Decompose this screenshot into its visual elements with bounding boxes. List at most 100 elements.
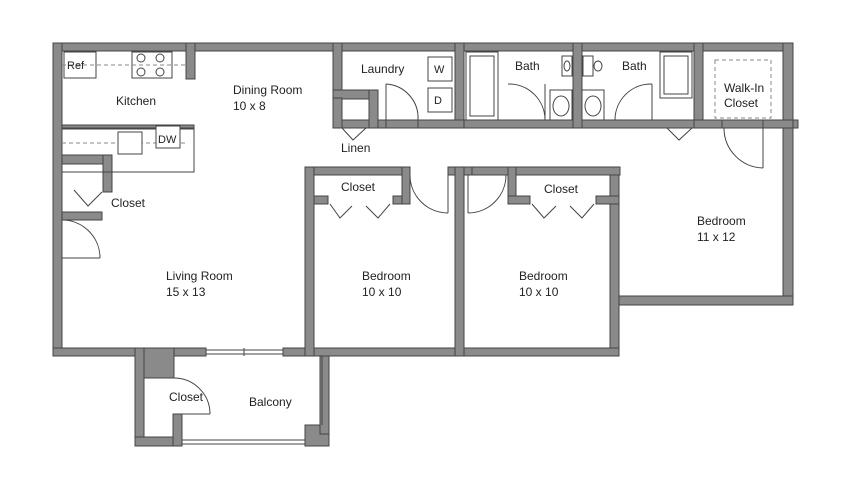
wall-linen-right (368, 89, 379, 129)
hall-closet-door (666, 127, 693, 141)
fixtures (61, 51, 772, 173)
bathtub-1-inner (469, 55, 495, 117)
linen-label: Linen (341, 141, 370, 155)
peninsula (61, 127, 195, 173)
balcony-label: Balcony (249, 395, 292, 409)
closet-a-door-right (365, 203, 391, 219)
bedroom-b-closet-label: Closet (544, 182, 579, 196)
bath-1-label: Bath (515, 59, 540, 73)
laundry-door-swing (385, 83, 419, 121)
wall-bottom-left (52, 347, 207, 357)
walkin-label-1: Walk-In (724, 81, 764, 95)
labels: Ref DW Kitchen Dining Room 10 x 8 Laundr… (67, 59, 764, 409)
wall-bedroom-c-bottom (618, 295, 794, 306)
wall-closet-b-stub (463, 166, 473, 176)
wall-bath-walkin (693, 42, 704, 129)
counter-top-edge (61, 124, 195, 130)
dryer (427, 87, 453, 113)
wall-closet-a-left (313, 195, 329, 205)
shower-2-inner (663, 55, 689, 95)
entry-door-swing (61, 219, 101, 259)
wall-laundry-stub (377, 119, 387, 129)
dryer-label: D (434, 95, 442, 107)
bedroom-a-door-swing (409, 174, 449, 214)
washer (427, 56, 453, 82)
wall-bedroom-a-left (304, 166, 315, 357)
living-closet-label: Closet (111, 196, 146, 210)
wall-laundry-bath (454, 42, 465, 129)
burner-1 (136, 53, 146, 63)
dishwasher (155, 125, 181, 149)
living-closet-door (73, 189, 103, 207)
bath-2-sink (593, 60, 603, 72)
wall-closet-b-left (507, 195, 531, 205)
ref-label: Ref (67, 60, 85, 72)
walkin-label-2: Closet (724, 96, 759, 110)
bathtub-1 (465, 51, 499, 121)
bedroom-a-closet-label: Closet (341, 180, 376, 194)
walkin-shelf (714, 59, 772, 119)
closet-b-door-left (531, 203, 557, 219)
closet-b-door-right (569, 203, 595, 219)
wall-laundry-bottom (417, 119, 465, 129)
shower-2 (659, 51, 693, 99)
walkin-door-swing (723, 127, 764, 169)
bedroom-b-size: 10 x 10 (519, 285, 559, 299)
wall-bedroom-b-top (447, 166, 621, 176)
bath-2-door-swing (614, 83, 653, 121)
bath-2-label: Bath (622, 59, 647, 73)
dw-label: DW (158, 134, 177, 146)
bedroom-c-label: Bedroom (697, 214, 746, 228)
balcony-closet-label: Closet (169, 390, 204, 404)
linen-door (341, 127, 367, 141)
kitchen-label: Kitchen (116, 94, 156, 108)
wall-living-closet-right (102, 154, 113, 193)
bath-2-vanity (582, 55, 594, 77)
burner-4 (155, 67, 165, 77)
dining-size: 10 x 8 (233, 99, 266, 113)
bath-1-door-swing (507, 83, 546, 121)
burner-3 (136, 67, 146, 77)
wall-closet-a-side (401, 166, 411, 205)
bedroom-c-size: 11 x 12 (697, 230, 736, 244)
bath-1-sink (563, 60, 571, 72)
toilet-1-bowl (552, 95, 570, 117)
walls (52, 42, 799, 447)
bedroom-b-door-swing (467, 174, 507, 214)
wall-walkin-bottom-left (693, 119, 723, 129)
kitchen-sink (117, 131, 143, 155)
wall-balcony-left (134, 347, 145, 447)
bedroom-b-label: Bedroom (519, 269, 568, 283)
wall-bath-bath (572, 42, 583, 129)
wall-kitchen-stub (185, 42, 196, 80)
bedroom-a-label: Bedroom (362, 269, 411, 283)
burner-2 (155, 53, 165, 63)
wall-balcony-right (319, 355, 330, 435)
wall-right (782, 42, 794, 306)
wall-bedroom-a-top (304, 166, 411, 176)
wall-linen-left (332, 97, 343, 129)
wall-core-bottom (332, 119, 799, 129)
living-label: Living Room (166, 269, 233, 283)
bath-1-vanity (561, 55, 573, 77)
wall-living-closet-bottom (61, 211, 103, 221)
washer-label: W (434, 64, 445, 76)
doors (61, 83, 764, 445)
stove (131, 51, 173, 79)
wall-balcony-closet-top (143, 347, 175, 379)
wall-left (52, 42, 63, 357)
living-size: 15 x 13 (166, 285, 206, 299)
balcony-closet-door-swing (173, 377, 211, 415)
wall-balcony-closet-right (172, 413, 183, 447)
laundry-label: Laundry (361, 62, 404, 76)
wall-bottom-right (282, 347, 620, 357)
closet-a-door-left (329, 203, 353, 219)
wall-bedroom-ab (454, 166, 465, 357)
bedroom-a-size: 10 x 10 (362, 285, 402, 299)
wall-closet-b-right (595, 195, 620, 205)
toilet-2-bowl (584, 95, 602, 117)
dining-label: Dining Room (233, 83, 302, 97)
wall-walkin-bottom-right (762, 119, 794, 129)
wall-top (52, 42, 794, 52)
